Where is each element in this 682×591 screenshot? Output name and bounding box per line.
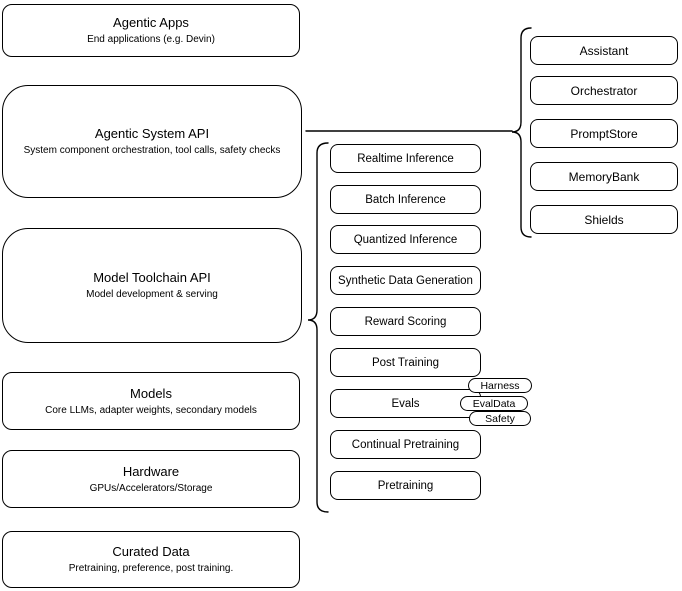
system-components-brace xyxy=(511,27,532,238)
node-agentic-system-api: Agentic System API System component orch… xyxy=(2,85,302,198)
node-agentic-system-api-subtitle: System component orchestration, tool cal… xyxy=(23,145,281,157)
node-agentic-apps-subtitle: End applications (e.g. Devin) xyxy=(87,34,215,46)
node-batch-inference: Batch Inference xyxy=(330,185,481,214)
node-curated-data-subtitle: Pretraining, preference, post training. xyxy=(68,563,234,575)
node-post-training: Post Training xyxy=(330,348,481,377)
node-models-subtitle: Core LLMs, adapter weights, secondary mo… xyxy=(45,404,257,416)
node-quantized-inference: Quantized Inference xyxy=(330,225,481,254)
node-evals: Evals xyxy=(330,389,481,418)
toolchain-brace xyxy=(307,142,329,513)
node-promptstore: PromptStore xyxy=(530,119,678,148)
node-curated-data-title: Curated Data xyxy=(112,544,190,560)
node-hardware: Hardware GPUs/Accelerators/Storage xyxy=(2,450,300,508)
node-memorybank: MemoryBank xyxy=(530,162,678,191)
node-shields: Shields xyxy=(530,205,678,234)
node-model-toolchain-api-subtitle: Model development & serving xyxy=(86,289,218,301)
node-agentic-apps: Agentic Apps End applications (e.g. Devi… xyxy=(2,4,300,57)
node-model-toolchain-api-title: Model Toolchain API xyxy=(93,270,211,286)
node-agentic-system-api-title: Agentic System API xyxy=(94,126,210,142)
node-orchestrator: Orchestrator xyxy=(530,76,678,105)
node-agentic-apps-title: Agentic Apps xyxy=(113,15,189,31)
node-realtime-inference: Realtime Inference xyxy=(330,144,481,173)
node-models: Models Core LLMs, adapter weights, secon… xyxy=(2,372,300,430)
evals-tag-harness: Harness xyxy=(468,378,532,393)
node-curated-data: Curated Data Pretraining, preference, po… xyxy=(2,531,300,588)
node-continual-pretraining: Continual Pretraining xyxy=(330,430,481,459)
node-models-title: Models xyxy=(130,385,172,401)
node-pretraining: Pretraining xyxy=(330,471,481,500)
node-hardware-subtitle: GPUs/Accelerators/Storage xyxy=(89,482,213,494)
node-model-toolchain-api: Model Toolchain API Model development & … xyxy=(2,228,302,343)
node-synthetic-data-generation: Synthetic Data Generation xyxy=(330,266,481,295)
evals-tag-evaldata: EvalData xyxy=(460,396,528,411)
evals-tag-safety: Safety xyxy=(469,411,531,426)
node-reward-scoring: Reward Scoring xyxy=(330,307,481,336)
node-assistant: Assistant xyxy=(530,36,678,65)
node-hardware-title: Hardware xyxy=(122,463,180,479)
